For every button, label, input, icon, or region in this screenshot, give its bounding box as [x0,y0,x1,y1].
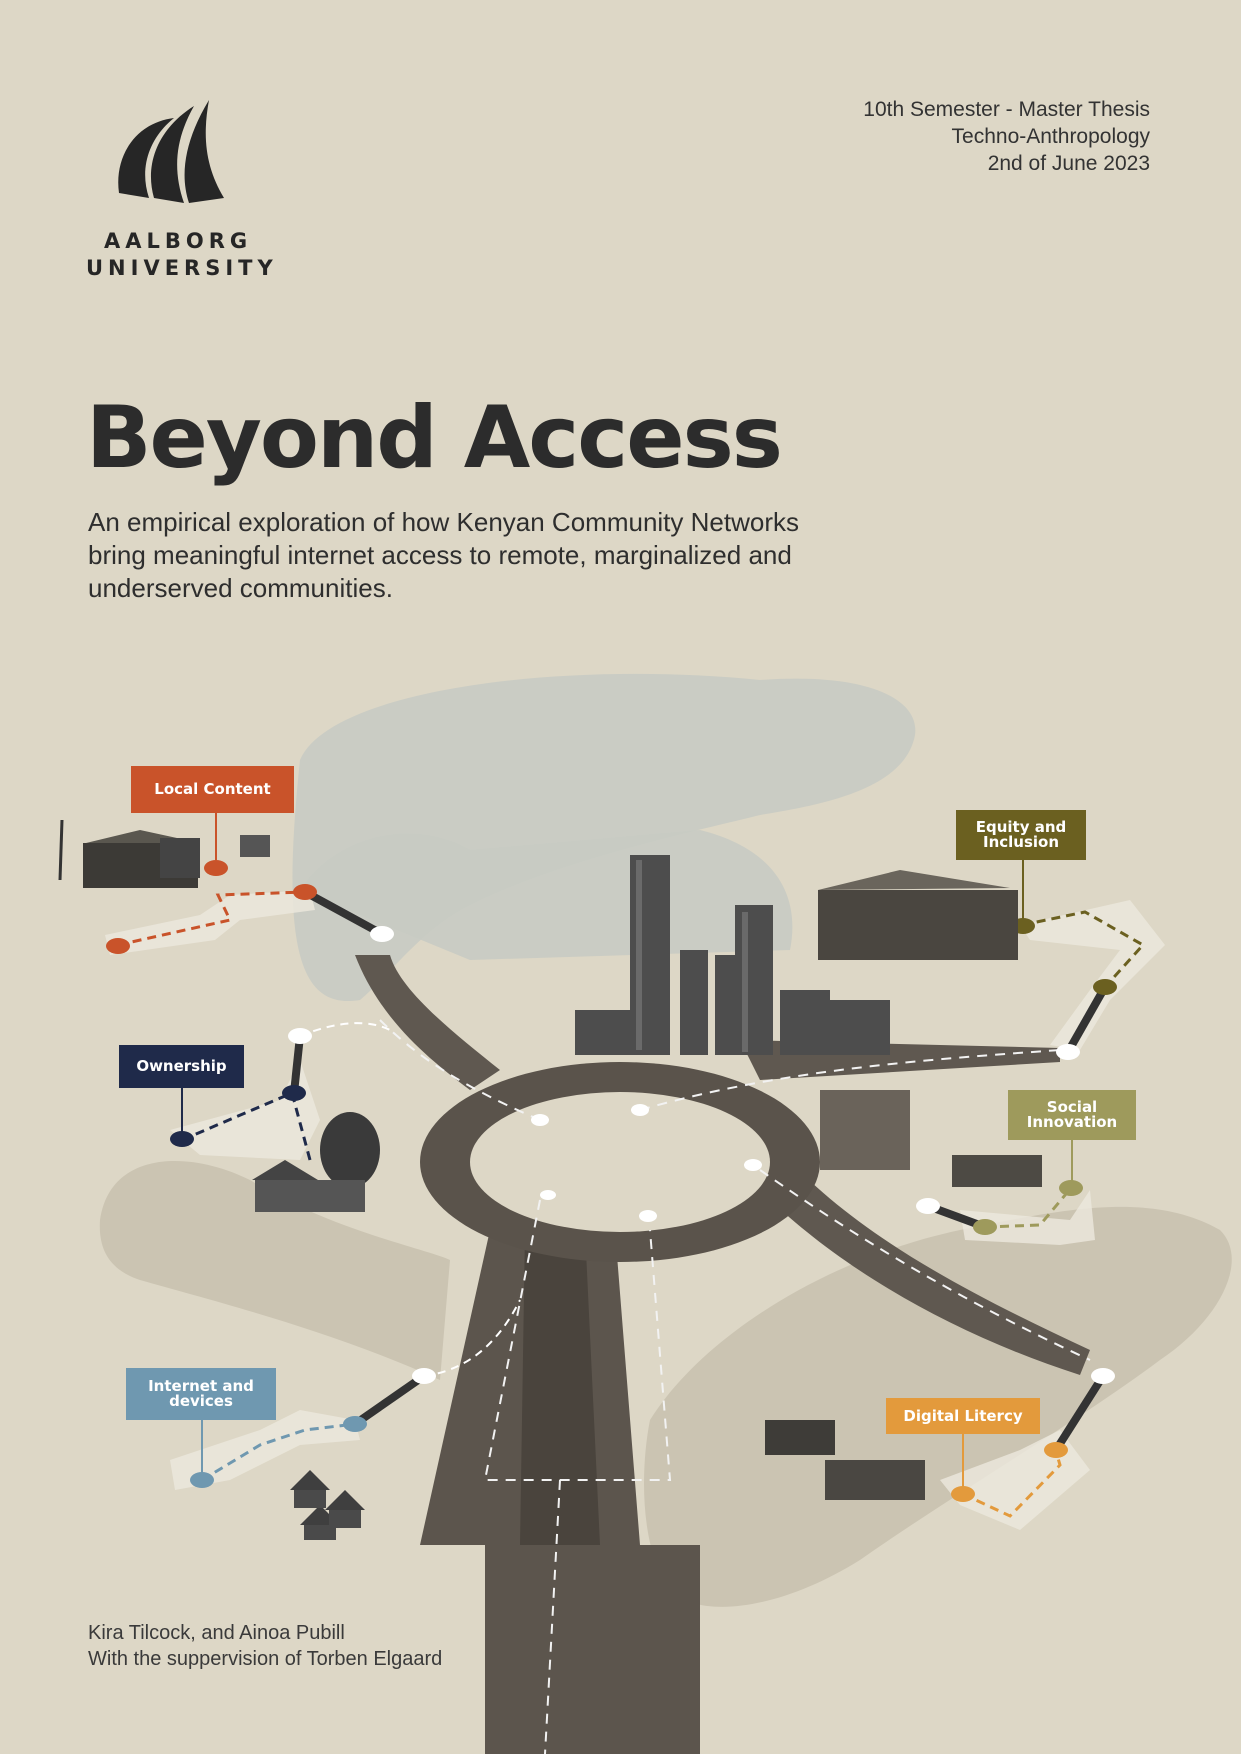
university-name-line2: UNIVERSITY [86,256,278,280]
flag-equity-inclusion: Equity and Inclusion [956,810,1086,860]
flag-internet-devices: Internet and devices [126,1368,276,1420]
university-name-line1: AALBORG [104,229,253,253]
page-title: Beyond Access [86,388,783,488]
semester-text: 10th Semester - Master Thesis [863,98,1150,121]
page-subtitle: An empirical exploration of how Kenyan C… [88,507,799,603]
program-text: Techno-Anthropology [951,125,1150,148]
flag-social-innovation: Social Innovation [1008,1090,1136,1140]
university-logo: AALBORG UNIVERSITY [86,98,278,282]
flag-local-content: Local Content [131,766,294,813]
flag-ownership: Ownership [119,1045,244,1088]
flag-digital-literacy: Digital Litercy [886,1398,1040,1434]
thesis-meta: 10th Semester - Master Thesis Techno-Ant… [863,96,1150,177]
authors-block: Kira Tilcock, and Ainoa Pubill With the … [88,1620,442,1672]
authors-names: Kira Tilcock, and Ainoa Pubill [88,1622,345,1644]
aalborg-waves-logo-icon [118,100,224,203]
date-text: 2nd of June 2023 [987,152,1150,175]
supervision-text: With the suppervision of Torben Elgaard [88,1648,443,1670]
